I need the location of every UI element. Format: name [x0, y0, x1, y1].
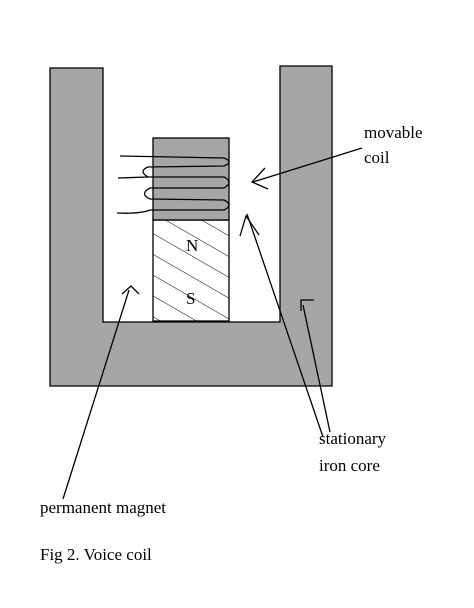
stationary-core-pointer: [246, 213, 324, 438]
permanent-magnet-label: permanent magnet: [40, 498, 166, 517]
movable-coil-label-line2: coil: [364, 148, 390, 167]
north-pole-label: N: [186, 236, 198, 255]
magnet-gap-marker: [121, 285, 140, 295]
south-pole-label: S: [186, 289, 195, 308]
permanent-magnet-pointer: [62, 289, 130, 500]
stationary-iron-core-label-line2: iron core: [319, 456, 380, 475]
movable-coil-label-line1: movable: [364, 123, 423, 142]
stationary-core-pointer-2: [302, 304, 331, 433]
movable-coil-pointer: [252, 147, 363, 183]
permanent-magnet-hatch: [153, 220, 229, 321]
stationary-iron-core-label-line1: stationary: [319, 429, 387, 448]
core-gap-marker: [300, 299, 314, 311]
coil-windings: [116, 155, 230, 214]
movable-coil-former: [152, 137, 230, 221]
stationary-core-arrowhead: [239, 214, 260, 237]
movable-coil-arrowhead: [250, 167, 269, 190]
figure-caption: Fig 2. Voice coil: [40, 545, 152, 564]
stationary-iron-core: [49, 65, 333, 387]
